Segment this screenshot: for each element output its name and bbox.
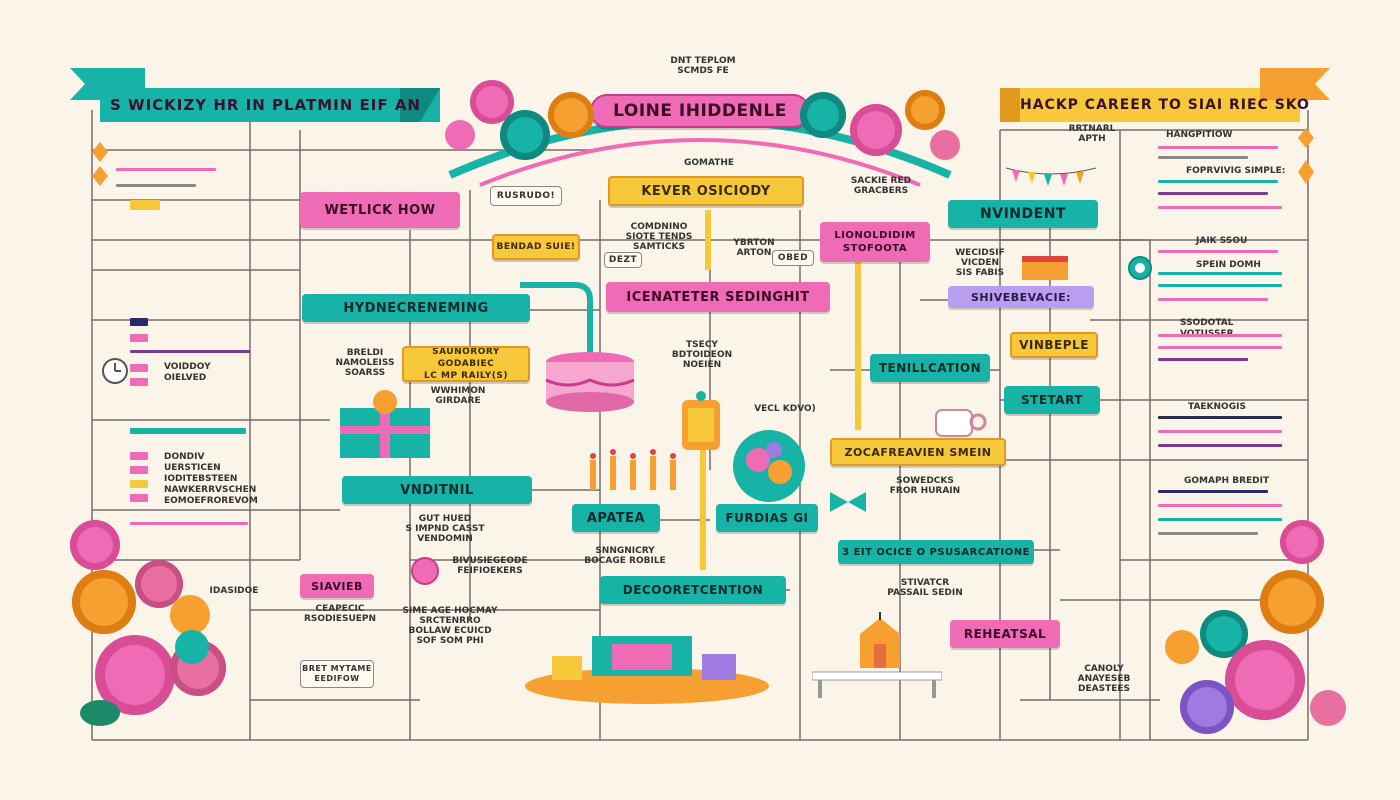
hydnec-box[interactable]: HYDNECRENEMING [302,294,530,322]
cup-icon [935,409,987,437]
note-simemage: SIME AGE HOCMAY SRCTENRRO BOLLAW ECUICD … [402,606,498,646]
gift-icon-small [1022,256,1068,280]
note-voidoy: VOIDDOY OIELVED [164,362,211,383]
zocafr-box[interactable]: ZOCAFREAVIEN SMEIN [830,438,1006,466]
right-heading-1: HANGPITIOW [1166,130,1233,140]
supporty-box[interactable]: SAUNORORY GODABIEC LC MP RAILY(S) [402,346,530,382]
rose-globe-icon [733,430,805,502]
rehearsal-box[interactable]: REHEATSAL [950,620,1060,648]
left-banner-text: S WICKIZY HR IN PLATMIN EIF AN [110,96,421,114]
heart-icon-right [1298,128,1314,184]
note-vecl: VECL KDVO) [754,404,816,414]
note-sackie: SACKIE RED GRACBERS [850,176,912,196]
note-bivusieg: BIVUSIEGEODE FEIFIOEKERS [452,556,528,576]
eitcicce-box[interactable]: 3 EIT OCICE O PSUSARCATIONE [838,540,1034,564]
wetlick-box[interactable]: WETLICK HOW [300,192,460,228]
note-gomathe: GOMATHE [683,158,735,168]
right-heading-3: JAIK SSOU [1196,236,1248,246]
lionoldim-box[interactable]: LIONOLDIDIM STOFOOTA [820,222,930,262]
clock-icon-right [1128,256,1152,280]
right-ribbon-banner [1000,68,1330,122]
note-donduv: DONDIV UERSTICEN IODITEBSTEEN NAWKERRVSC… [164,452,258,506]
rushudo-box[interactable]: RUSRUDO! [490,186,562,206]
note-stivatcr: STIVATCR PASSAIL SEDIN [887,578,963,598]
right-banner-text: HACKP CAREER TO SIAI RIEC SKO [1020,97,1310,113]
right-heading-4: SPEIN DOMH [1196,260,1261,270]
cake-icon [545,352,635,412]
furdiasgi-box[interactable]: FURDIAS GI [716,504,818,532]
note-ceapecic: CEAPECIC RSODIESUEPN [303,604,377,624]
note-sowedcks: SOWEDCKS FROR HURAIN [889,476,961,496]
dezt-box[interactable]: DEZT [604,252,642,268]
note-gutned: GUT HUED S IMPND CASST VENDOMIN [405,514,485,544]
note-comdnino: COMDNINO SIOTE TENDS SAMTICKS [625,222,693,252]
note-wecidsf: WECIDSIF VICDEN SIS FABIS [955,248,1005,278]
ybrton-label: YBRTON ARTON [733,238,775,258]
altar-bench-icon [812,671,942,698]
obed-box[interactable]: OBED [772,250,814,266]
note-rrtnarl: RRTNARL APTH [1068,124,1116,144]
note-snngnicry: SNNGNICRY BOCAGE ROBILE [584,546,666,566]
shivebe-box[interactable]: SHIVEBEVACIE: [948,286,1094,308]
right-heading-7: GOMAPH BREDIT [1184,476,1270,486]
apatea-box[interactable]: APATEA [572,504,660,532]
bunting-icon [1006,167,1096,186]
note-tsecy: TSECY BDTOIDEON NOEIEN [671,340,733,370]
note-breldi: BRELDI NAMOLEISS SOARSS [335,348,395,378]
top-note: DNT TEPLOM SCMDS FE [670,56,736,76]
ornament-icon [411,557,439,585]
stetart-box[interactable]: STETART [1004,386,1100,414]
lantern-icon [682,391,720,450]
right-heading-2: FOPRVIVIG SIMPLE: [1186,166,1286,176]
gift-icon [340,390,430,458]
tenillcation-box[interactable]: TENILLCATION [870,354,990,382]
right-heading-6: TAEKNOGIS [1188,402,1246,412]
siavieb-box[interactable]: SIAVIEB [300,574,374,598]
kever-box[interactable]: KEVER OSICIODY [608,176,804,206]
left-ribbon-banner [70,68,440,122]
banquet-table-icon [525,636,769,704]
center-title: LOINE IHIDDENLE [590,94,810,128]
nvindent-box[interactable]: NVINDENT [948,200,1098,228]
icenateter-box[interactable]: ICENATETER SEDINGHIT [606,282,830,312]
chapel-icon [860,612,900,668]
heart-icon [92,142,108,186]
bow-icon [830,492,866,512]
vinbeple-box[interactable]: VINBEPLE [1010,332,1098,358]
vndtinil-box[interactable]: VNDITNIL [342,476,532,504]
note-canoly: CANOLY ANAYESEB DEASTEES [1077,664,1131,694]
bendad-box[interactable]: BENDAD SUIE! [492,234,580,260]
candle-icon [590,449,676,490]
decoret-box[interactable]: DECOORETCENTION [600,576,786,604]
clock-icon [102,358,128,384]
note-idasidoe: IDASIDOE [209,586,259,596]
note-wwhimon: WWHIMON GIRDARE [430,386,486,406]
note-brestmytame: BRET MYTAME EEDIFOW [300,660,374,688]
